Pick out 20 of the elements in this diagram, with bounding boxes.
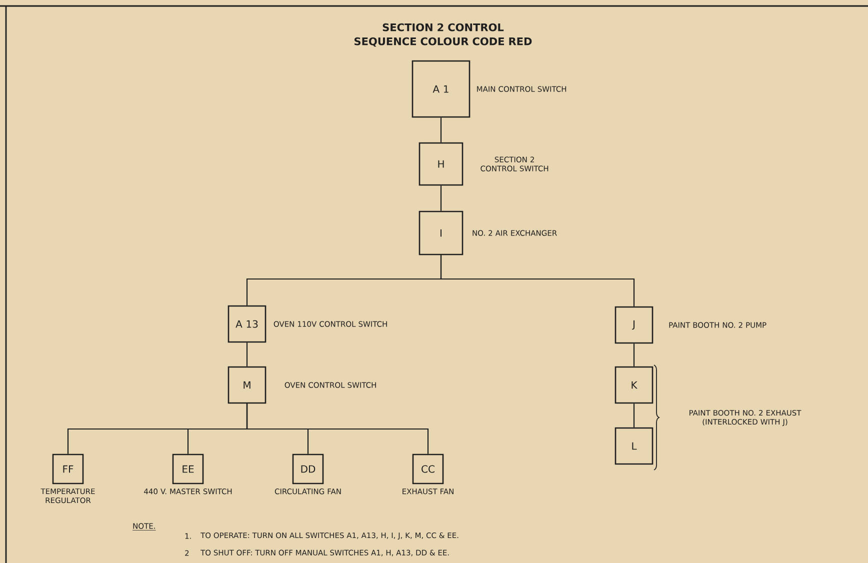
- switch-box: J: [614, 306, 654, 344]
- switch-box: L: [614, 427, 654, 465]
- switch-box: I: [418, 210, 464, 256]
- connector-line: [633, 404, 635, 428]
- switch-box: EE: [172, 454, 204, 484]
- connector-line: [246, 342, 248, 366]
- title: SECTION 2 CONTROL SEQUENCE COLOUR CODE RED: [354, 23, 532, 47]
- connector-line: [246, 404, 429, 454]
- switch-box: K: [614, 366, 654, 404]
- switch-box: M: [228, 366, 266, 404]
- connector-line: [440, 255, 635, 306]
- switch-box: CC: [412, 454, 444, 484]
- switch-box: H: [418, 142, 464, 186]
- switch-box: DD: [292, 454, 324, 484]
- switch-box: A 1: [412, 60, 470, 118]
- connector-line: [633, 344, 635, 366]
- connector-line: [440, 186, 442, 211]
- connector-line: [440, 118, 442, 142]
- switch-box: FF: [52, 454, 84, 484]
- switch-box: A 13: [228, 305, 266, 343]
